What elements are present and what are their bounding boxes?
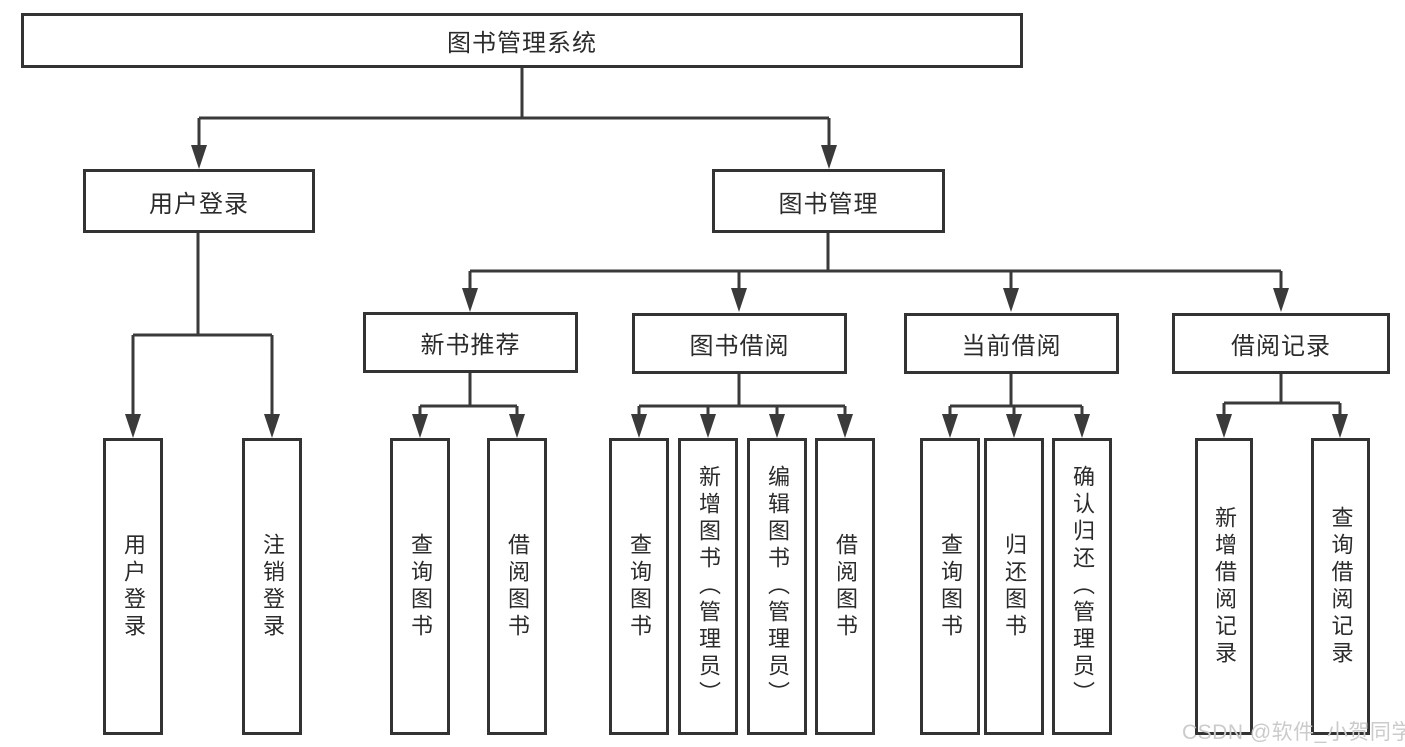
node-label: 新增图书（管理员）	[696, 465, 721, 708]
arrow-icon	[125, 414, 141, 438]
node-label: 注销登录	[260, 532, 285, 641]
leaf-add-borrow-record: 新增借阅记录	[1195, 438, 1253, 735]
node-current-borrowing: 当前借阅	[904, 313, 1119, 374]
node-label: 查询图书	[938, 532, 963, 641]
arrow-icon	[1074, 414, 1090, 438]
connector-newbook-to-leaves	[418, 373, 519, 416]
node-label: 借阅图书	[833, 532, 858, 641]
connector-borrowrecord-to-leaves	[1222, 374, 1342, 416]
arrow-icon	[412, 414, 428, 438]
connector-borrowmgmt-to-leaves	[637, 374, 847, 416]
node-label: 用户登录	[121, 532, 146, 641]
arrow-icon	[462, 288, 478, 312]
arrow-icon	[769, 414, 785, 438]
arrow-icon	[731, 288, 747, 312]
arrow-icon	[631, 414, 647, 438]
connector-userlogin-to-leaves	[131, 233, 274, 415]
arrow-icon	[191, 145, 207, 169]
node-book-management: 图书管理	[712, 169, 945, 233]
node-label: 借阅记录	[1231, 333, 1331, 360]
node-label: 用户登录	[149, 190, 249, 218]
node-label: 新书推荐	[420, 332, 521, 359]
arrow-icon	[700, 414, 716, 438]
node-label: 借阅图书	[505, 532, 530, 641]
arrow-icon	[821, 145, 837, 169]
arrow-icon	[1003, 288, 1019, 312]
leaf-query-borrow-record: 查询借阅记录	[1311, 438, 1370, 735]
leaf-query-books-borrowing: 查询图书	[609, 438, 669, 735]
leaf-borrow-books-recommend: 借阅图书	[487, 438, 547, 735]
csdn-watermark: CSDN @软件_小贺同学	[1182, 721, 1405, 744]
leaf-confirm-return-admin: 确认归还（管理员）	[1052, 438, 1112, 735]
node-label: 归还图书	[1002, 532, 1027, 641]
node-label: 确认归还（管理员）	[1070, 465, 1095, 708]
leaf-query-books-current: 查询图书	[920, 438, 980, 735]
leaf-logout: 注销登录	[242, 438, 302, 735]
connector-root-to-level2	[197, 68, 831, 146]
node-label: 当前借阅	[961, 333, 1062, 360]
connector-currentborrow-to-leaves	[948, 374, 1084, 416]
arrow-icon	[1006, 414, 1022, 438]
connector-bookmgmt-to-level3	[468, 233, 1283, 290]
node-label: 图书管理系统	[447, 30, 597, 57]
arrow-icon	[942, 414, 958, 438]
arrow-icon	[1332, 414, 1348, 438]
leaf-query-books-recommend: 查询图书	[390, 438, 450, 735]
node-label: 查询借阅记录	[1328, 505, 1354, 668]
arrow-icon	[264, 414, 280, 438]
arrow-icon	[1216, 414, 1232, 438]
node-label: 编辑图书（管理员）	[765, 465, 790, 708]
node-label: 查询图书	[627, 532, 652, 641]
arrow-icon	[509, 414, 525, 438]
arrow-icon	[837, 414, 853, 438]
node-root-system: 图书管理系统	[21, 13, 1023, 68]
leaf-user-login: 用户登录	[103, 438, 163, 735]
node-user-login: 用户登录	[83, 169, 315, 233]
leaf-borrow-books: 借阅图书	[815, 438, 875, 735]
arrow-icon	[1273, 288, 1289, 312]
leaf-add-books-admin: 新增图书（管理员）	[678, 438, 738, 735]
node-new-book-recommend: 新书推荐	[363, 312, 578, 373]
node-label: 查询图书	[408, 532, 433, 641]
leaf-edit-books-admin: 编辑图书（管理员）	[747, 438, 807, 735]
node-borrowing-records: 借阅记录	[1172, 313, 1390, 374]
node-label: 图书管理	[778, 190, 879, 218]
leaf-return-books: 归还图书	[984, 438, 1044, 735]
node-label: 新增借阅记录	[1212, 505, 1237, 668]
node-label: 图书借阅	[689, 333, 790, 360]
node-book-borrowing: 图书借阅	[632, 313, 847, 374]
